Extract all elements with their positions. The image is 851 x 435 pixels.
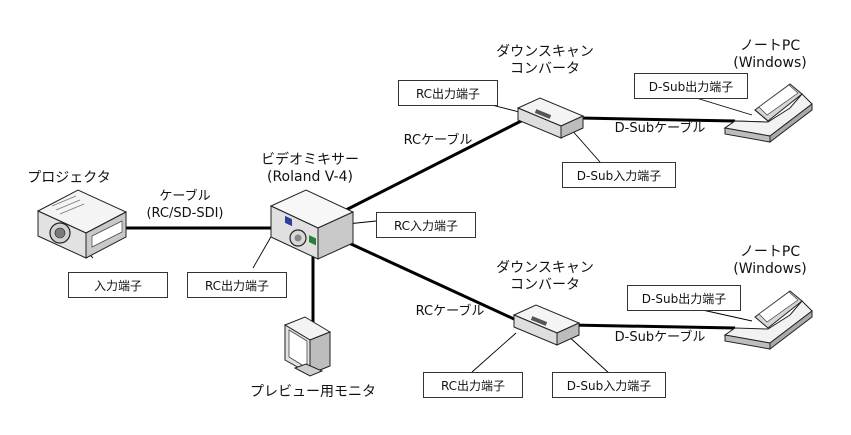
laptop-bottom-label: ノートPC(Windows) [733,244,807,277]
preview-monitor-icon [283,316,332,377]
callout-conv-top-rc-out: RC出力端子 [398,80,498,106]
callout-mixer-rc-in: RC入力端子 [376,212,476,238]
cable-mixer-converter-top [337,116,528,216]
cables [125,116,736,330]
cable-conv-laptop-bottom-label: D-Subケーブル [614,330,706,345]
callout-conv-bottom-dsub-in: D-Sub入力端子 [552,372,666,398]
cable-mixer-converter-bottom [337,236,528,327]
callout-conv-bottom-rc-out: RC出力端子 [423,372,523,398]
cable-mixer-conv-bottom-label: RCケーブル [415,304,485,319]
mixer-label: ビデオミキサー(Roland V-4) [261,152,359,185]
cable-projector-mixer-label: ケーブル(RC/SD-SDI) [146,189,224,221]
callout-laptop-top-dsub-out: D-Sub出力端子 [634,73,748,99]
callout-conv-top-dsub-in: D-Sub入力端子 [562,162,676,188]
laptop-top-label: ノートPC(Windows) [733,38,807,71]
cable-conv-laptop-top-label: D-Subケーブル [614,121,706,136]
converter-bottom-icon [512,304,581,346]
converter-bottom-label: ダウンスキャンコンバータ [496,260,594,293]
cable-converter-bottom-laptop [569,323,736,330]
converter-top-label: ダウンスキャンコンバータ [496,44,594,77]
laptop-top-icon [723,83,813,144]
cable-converter-top-laptop [579,116,736,123]
converter-top-icon [516,97,585,139]
laptop-bottom-icon [723,290,813,351]
projector-label: プロジェクタ [27,170,111,186]
callout-laptop-bottom-dsub-out: D-Sub出力端子 [627,285,741,311]
video-mixer-icon [269,189,355,260]
callout-projector-input: 入力端子 [68,272,168,298]
preview-monitor-label: プレビュー用モニタ [250,384,376,400]
projector-icon [36,189,128,259]
callout-mixer-rc-out: RC出力端子 [187,272,287,298]
cable-mixer-conv-top-label: RCケーブル [403,133,473,148]
